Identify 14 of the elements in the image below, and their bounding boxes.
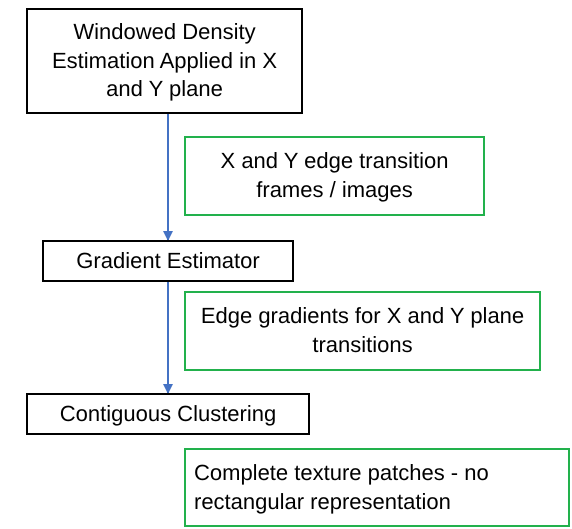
annotation-box [184,136,485,216]
box-label: Contiguous Clustering [60,400,276,428]
process-box [42,240,294,282]
process-box [26,8,303,114]
box-label: Windowed Density Estimation Applied in X and Y plane [50,18,278,104]
box-label: Gradient Estimator [76,246,260,275]
annotation-box [184,291,541,371]
annotation-box [184,448,570,527]
box-label: Complete texture patches - no rectangular representation [194,458,490,516]
process-box [26,393,310,435]
box-label: Edge gradients for X and Y plane transitions [200,302,526,359]
box-label: X and Y edge transition frames / images [220,147,450,204]
arrow [163,282,173,394]
arrow [163,114,173,241]
